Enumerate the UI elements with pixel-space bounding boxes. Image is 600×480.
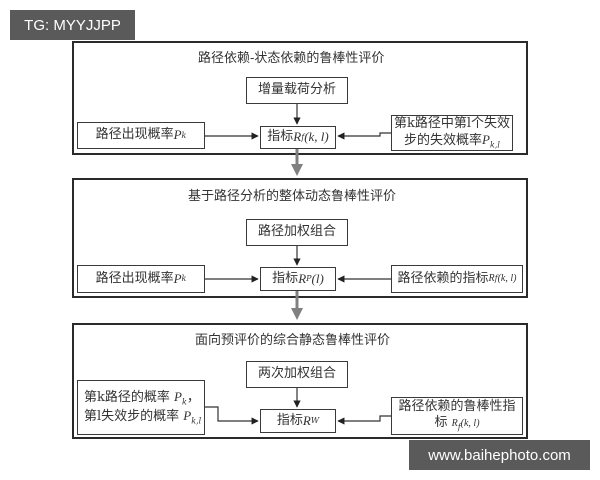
var-subscript: W bbox=[310, 416, 320, 425]
var-subscript: P bbox=[306, 274, 312, 283]
box-label: 指标 bbox=[276, 412, 303, 428]
box-label: 第l失效步的概率 bbox=[84, 408, 184, 424]
var-subscript: f bbox=[301, 132, 305, 142]
box-line-2: 步的失效概率Pk,l bbox=[404, 132, 500, 151]
var-symbol: P bbox=[174, 388, 182, 404]
path-and-step-probability-box: 第k路径的概率 Pk， 第l失效步的概率 Pk,l bbox=[77, 380, 205, 435]
box-label: 两次加权组合 bbox=[257, 366, 336, 382]
box-label: 标 bbox=[434, 415, 452, 431]
box-label: 路径依赖的指标 bbox=[397, 270, 489, 286]
var-args: (k, l) bbox=[304, 129, 329, 145]
box-line-2: 标 Rf(k, l) bbox=[434, 415, 479, 433]
var-symbol: R bbox=[298, 270, 307, 286]
punctuation: ， bbox=[186, 389, 200, 405]
box-line-1: 第k路径中第l个失效 bbox=[393, 115, 511, 131]
var-subscript: k,l bbox=[191, 416, 202, 426]
section-title: 面向预评价的综合静态鲁棒性评价 bbox=[195, 333, 391, 348]
watermark-text: www.baihephoto.com bbox=[428, 446, 571, 464]
box-label: 第k路径的概率 bbox=[84, 389, 175, 405]
var-args: (k, l) bbox=[497, 272, 517, 284]
double-weighted-combination-box: 两次加权组合 bbox=[246, 361, 348, 388]
watermark-text: TG: MYYJJPP bbox=[24, 16, 121, 34]
path-dependent-robustness-indicator-box: 路径依赖的鲁棒性指 标 Rf(k, l) bbox=[391, 397, 523, 435]
box-label: 路径加权组合 bbox=[257, 224, 336, 240]
var-args: (k, l) bbox=[460, 418, 480, 430]
var-symbol: R bbox=[451, 418, 458, 430]
box-label: 增量载荷分析 bbox=[257, 82, 336, 98]
var-symbol: P bbox=[173, 270, 182, 286]
watermark-top-left: TG: MYYJJPP bbox=[10, 10, 135, 40]
failure-step-probability-box: 第k路径中第l个失效 步的失效概率Pk,l bbox=[391, 115, 513, 151]
watermark-bottom-right: www.baihephoto.com bbox=[409, 440, 590, 470]
var-subscript: k bbox=[181, 130, 187, 140]
var-symbol: R bbox=[302, 412, 311, 428]
var-symbol: R bbox=[488, 272, 495, 284]
var-symbol: P bbox=[183, 407, 192, 423]
incremental-load-analysis-box: 增量载荷分析 bbox=[246, 77, 348, 104]
box-label: 指标 bbox=[267, 129, 294, 145]
var-subscript: k bbox=[181, 274, 187, 283]
var-args: (l) bbox=[311, 270, 324, 286]
box-line-1: 路径依赖的鲁棒性指 bbox=[398, 399, 516, 415]
section-title: 基于路径分析的整体动态鲁棒性评价 bbox=[188, 189, 397, 204]
box-line-2: 第l失效步的概率 Pk,l bbox=[84, 408, 201, 427]
var-subscript: k,l bbox=[490, 140, 500, 150]
box-label: 步的失效概率 bbox=[404, 132, 483, 148]
var-subscript: f bbox=[494, 274, 498, 283]
path-weighted-combination-box: 路径加权组合 bbox=[246, 219, 348, 246]
var-symbol: P bbox=[173, 127, 182, 143]
var-subscript: k bbox=[181, 397, 187, 407]
box-line-1: 第k路径的概率 Pk， bbox=[84, 389, 200, 408]
section-title: 路径依赖-状态依赖的鲁棒性评价 bbox=[198, 51, 385, 66]
var-symbol: P bbox=[482, 131, 490, 147]
box-label: 路径出现概率 bbox=[95, 270, 174, 286]
var-symbol: R bbox=[293, 129, 302, 145]
var-subscript: f bbox=[457, 422, 461, 432]
box-label: 指标 bbox=[272, 270, 299, 286]
box-label: 路径出现概率 bbox=[95, 127, 174, 143]
